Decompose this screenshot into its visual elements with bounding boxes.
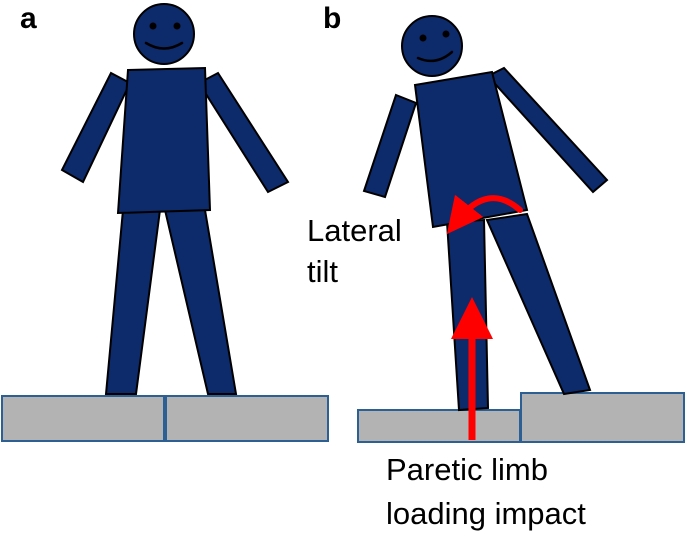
panel-label-a: a (20, 2, 37, 35)
figure-b-right-arm (486, 66, 609, 194)
floor-block-a-left (1, 395, 165, 442)
figure-b-left-arm (362, 93, 418, 199)
figure-a-left-arm (60, 71, 132, 184)
lateral-tilt-arrow (446, 194, 523, 235)
figure-b-left-eye (419, 34, 427, 42)
figure-b-left-leg (445, 218, 490, 412)
lateral-tilt-label-line1: Lateral (307, 213, 402, 248)
floor-block-a-right (165, 395, 329, 442)
figure-b-head (401, 15, 463, 77)
floor-block-b-raised (520, 392, 685, 443)
figure-a-right-arm (197, 71, 290, 194)
figure-b-right-leg (485, 212, 592, 396)
figure-b-torso (413, 70, 529, 229)
figure-a-torso (116, 66, 212, 215)
figure-b-smile (416, 50, 454, 63)
figure-a-head (133, 3, 195, 65)
figure-a-standing (1, 3, 329, 442)
figure-b-tilted (357, 15, 685, 443)
figure-a-right-eye (173, 22, 181, 30)
figure-a-left-eye (149, 22, 157, 30)
paretic-limb-label-line2: loading impact (386, 496, 586, 531)
floor-block-b-low (357, 409, 521, 443)
figure-b-right-eye (442, 30, 450, 38)
figure-a-smile (144, 41, 184, 50)
figure-a-left-leg (104, 209, 162, 395)
figure-a-right-leg (163, 209, 238, 395)
paretic-limb-label-line1: Paretic limb (386, 452, 548, 487)
lateral-tilt-label-line2: tilt (307, 254, 338, 289)
panel-label-b: b (323, 2, 341, 35)
